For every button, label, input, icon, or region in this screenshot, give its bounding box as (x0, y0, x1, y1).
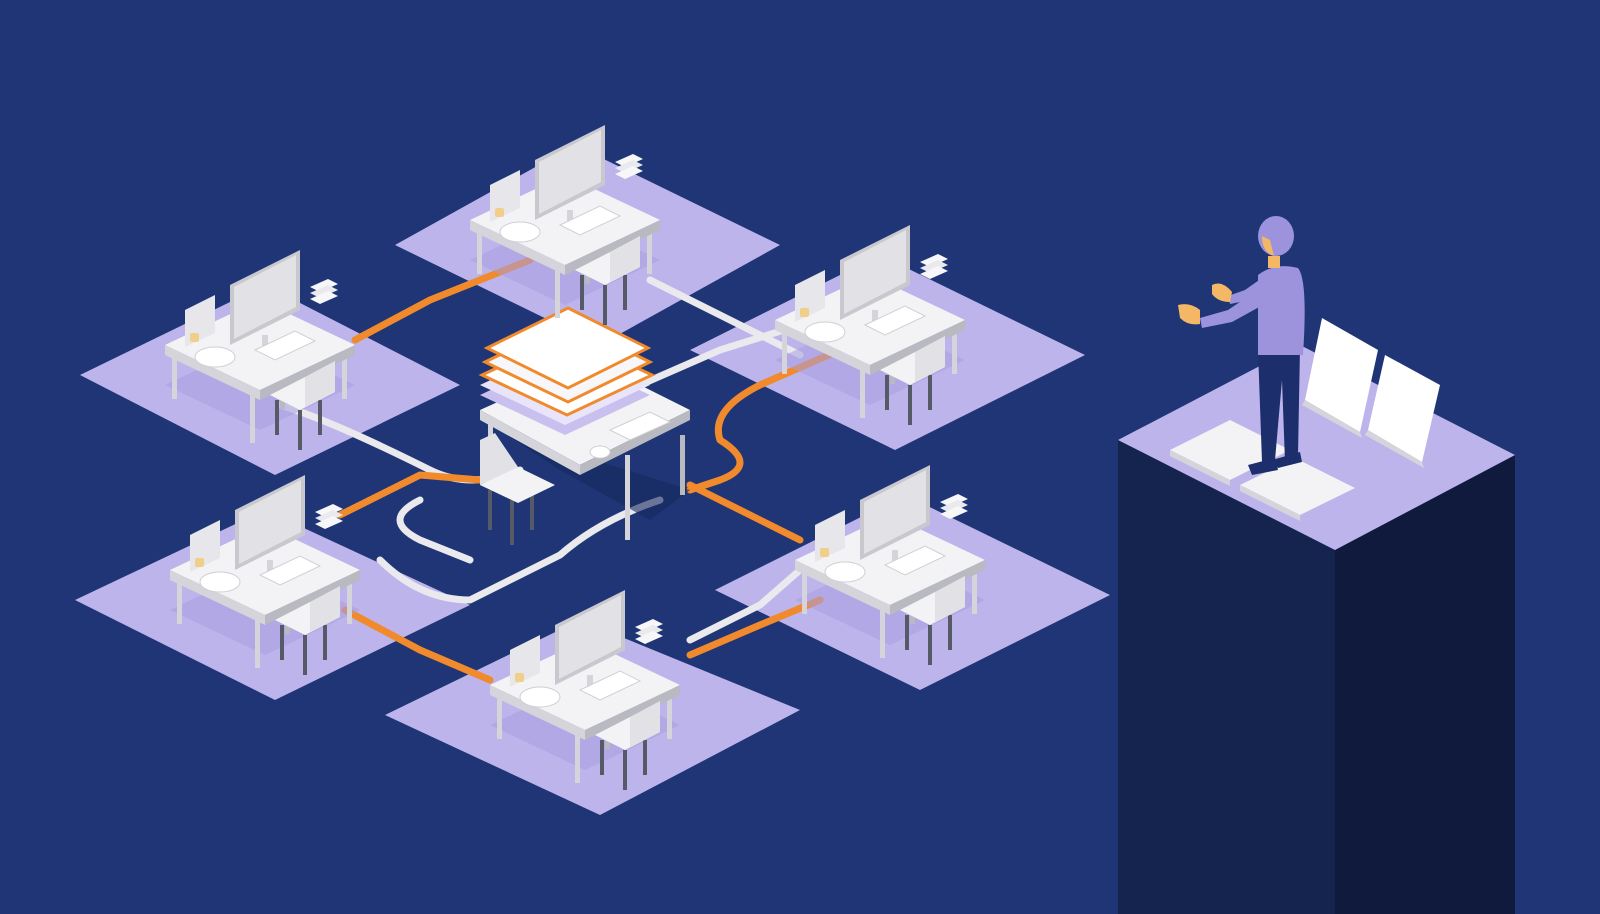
tower-top (1118, 345, 1515, 550)
tower-side (1335, 455, 1515, 914)
cable-white-2 (636, 321, 804, 389)
cable-white-6 (686, 566, 804, 644)
tower-front (1118, 440, 1335, 914)
presenter-figure (1178, 216, 1305, 475)
cable-white-5 (396, 496, 474, 564)
paper-standing-1 (1305, 318, 1378, 432)
presenter-head (1258, 216, 1294, 256)
paper-standing-2 (1368, 355, 1440, 462)
presenter-hand-left (1178, 304, 1200, 325)
cable-orange-6 (686, 596, 824, 659)
tower (1118, 318, 1515, 914)
cable-white-4 (376, 496, 664, 604)
cable-orange-1 (351, 256, 534, 344)
cable-orange-2 (336, 471, 484, 519)
cable-orange-3 (686, 346, 844, 494)
cable-white-3 (646, 276, 804, 359)
document-stack (478, 306, 656, 435)
presenter-hand-right (1212, 283, 1232, 302)
hub-chair (480, 433, 555, 545)
presenter-shirt (1258, 266, 1305, 355)
paper-flat-2 (1240, 458, 1355, 515)
cable-orange-5 (341, 606, 494, 684)
central-hub (478, 306, 690, 545)
cable-orange-4 (686, 481, 804, 544)
